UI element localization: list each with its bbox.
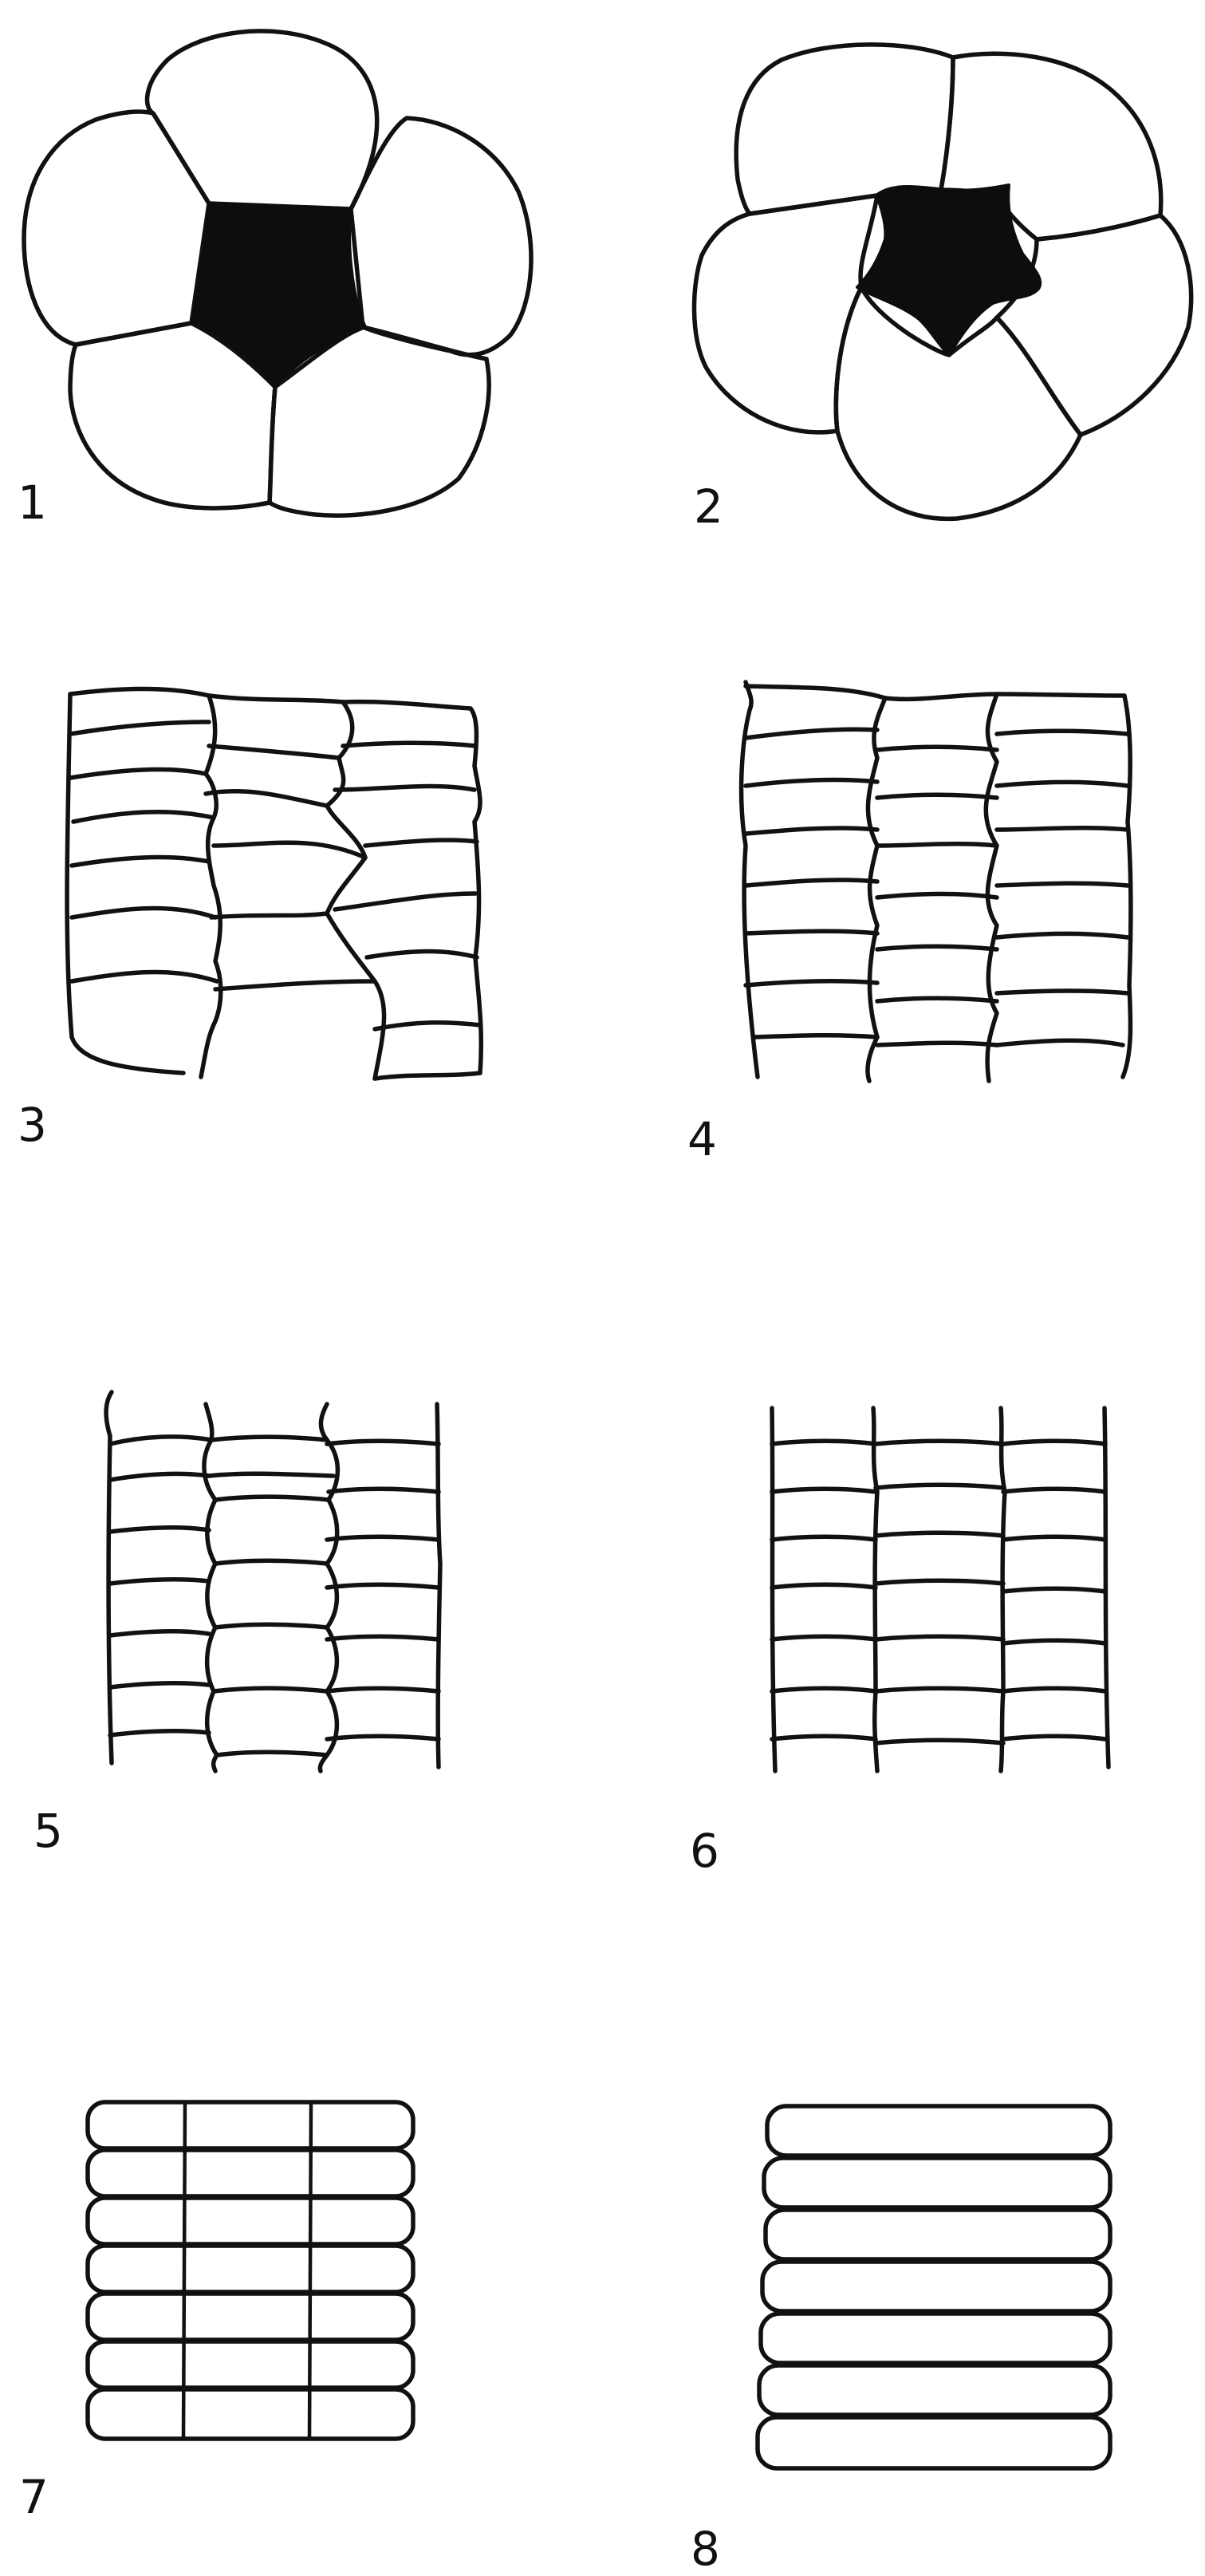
panel-2-label: 2 — [694, 479, 723, 534]
panel-1-label: 1 — [18, 475, 47, 530]
panel-8-label: 8 — [691, 2522, 720, 2576]
panel-3-label: 3 — [18, 1098, 47, 1152]
panel-6-label: 6 — [690, 1824, 719, 1878]
panel-7-label: 7 — [19, 2470, 49, 2524]
panel-4-label: 4 — [687, 1112, 717, 1166]
panel-5-label: 5 — [33, 1804, 63, 1858]
